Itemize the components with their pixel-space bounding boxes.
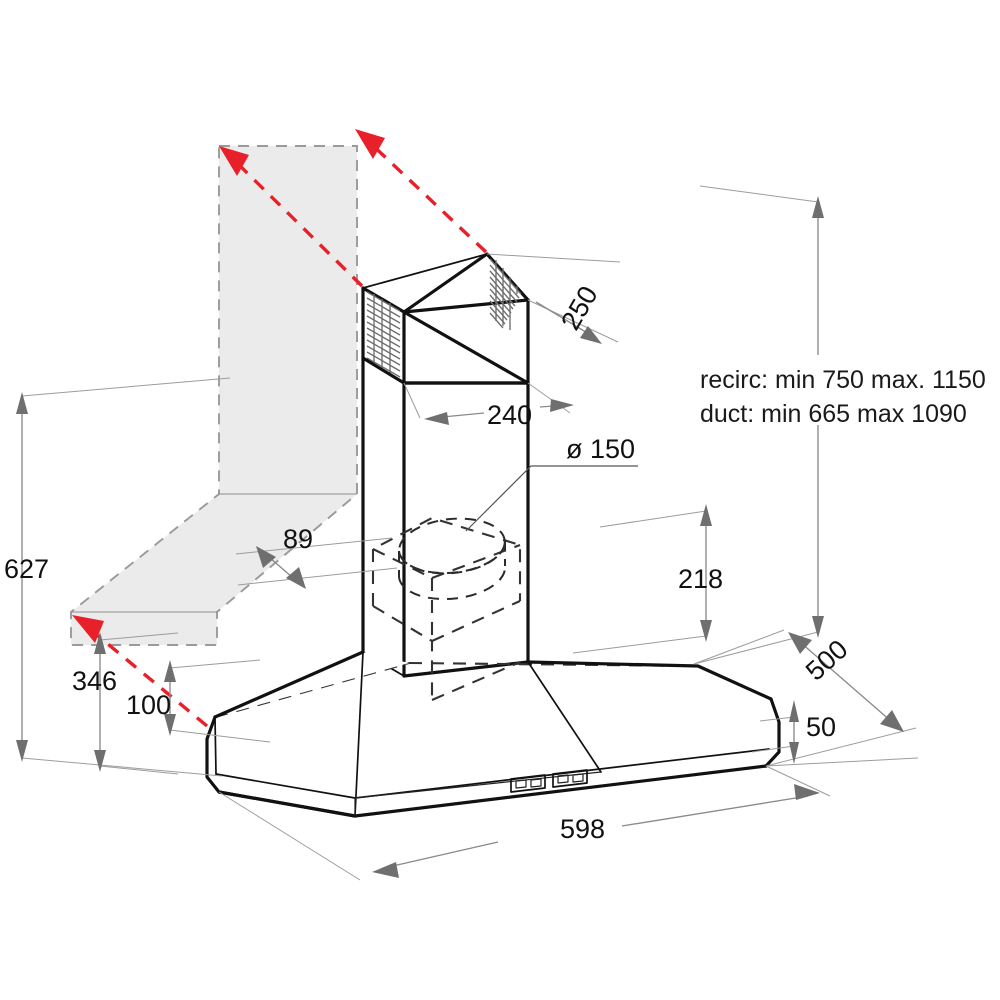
dimension-598: 598 bbox=[218, 757, 919, 881]
dimension-50: 50 bbox=[751, 700, 836, 764]
chimney-flue bbox=[361, 252, 530, 678]
control-panel[interactable] bbox=[510, 769, 588, 793]
dimension-label-218: 218 bbox=[678, 564, 723, 594]
dimension-label-598: 598 bbox=[560, 814, 605, 844]
dimension-outlet-diameter: ø 150 bbox=[465, 434, 638, 532]
control-button-group-right[interactable] bbox=[552, 769, 588, 788]
duct-outlet-and-motor-housing bbox=[371, 516, 522, 701]
ventilation-louvres-back bbox=[489, 258, 522, 330]
dimension-installation-height: recirc: min 750 max. 1150 duct: min 665 … bbox=[693, 185, 986, 665]
dimension-label-diameter-150: ø 150 bbox=[566, 434, 635, 464]
dimension-label-346: 346 bbox=[72, 666, 117, 696]
hood-canopy bbox=[205, 650, 781, 818]
dimension-label-627: 627 bbox=[4, 554, 49, 584]
dimension-218: 218 bbox=[572, 504, 723, 654]
note-duct-height: duct: min 665 max 1090 bbox=[700, 400, 967, 428]
dimension-100: 100 bbox=[126, 659, 271, 743]
ghost-profile-projection bbox=[70, 145, 358, 646]
dimension-label-89: 89 bbox=[283, 524, 313, 554]
adjustable-height-indicator bbox=[72, 129, 488, 728]
dimension-500: 500 bbox=[693, 629, 917, 767]
note-recirc-height: recirc: min 750 max. 1150 bbox=[700, 366, 986, 394]
ventilation-louvres-left bbox=[366, 291, 401, 378]
control-button-group-left[interactable] bbox=[510, 774, 546, 793]
dimension-label-250: 250 bbox=[555, 281, 604, 335]
dimension-label-100: 100 bbox=[126, 690, 171, 720]
dimension-346: 346 bbox=[72, 632, 179, 775]
dimension-89: 89 bbox=[235, 524, 398, 589]
dimension-label-50: 50 bbox=[806, 712, 836, 742]
dimension-627: 627 bbox=[4, 377, 231, 777]
dimension-label-240: 240 bbox=[487, 400, 532, 430]
dimension-240: 240 bbox=[403, 382, 574, 430]
